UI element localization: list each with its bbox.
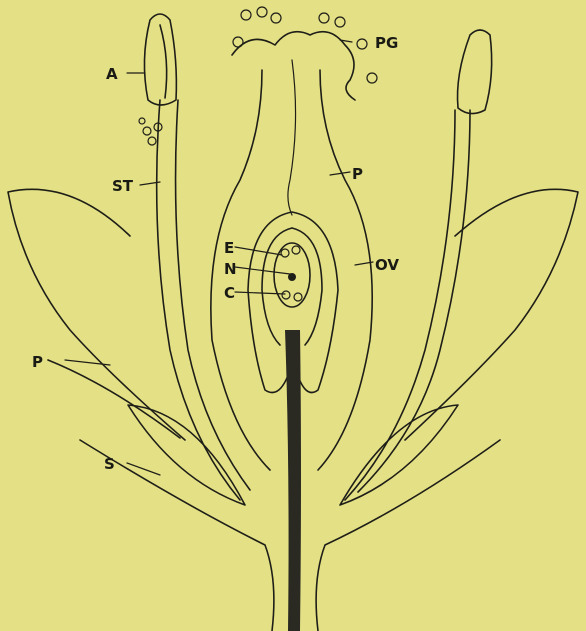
label-sepal: S (104, 455, 115, 473)
label-pistil: P (352, 165, 363, 183)
label-stamen: ST (112, 177, 134, 195)
label-cells: C (224, 284, 235, 302)
label-anther: A (106, 65, 118, 83)
label-pollen-grain: PG (375, 34, 398, 52)
label-egg: E (224, 239, 234, 257)
label-petal: P (32, 353, 43, 371)
label-ovule: OV (375, 256, 399, 274)
label-nucleus: N (224, 260, 237, 278)
